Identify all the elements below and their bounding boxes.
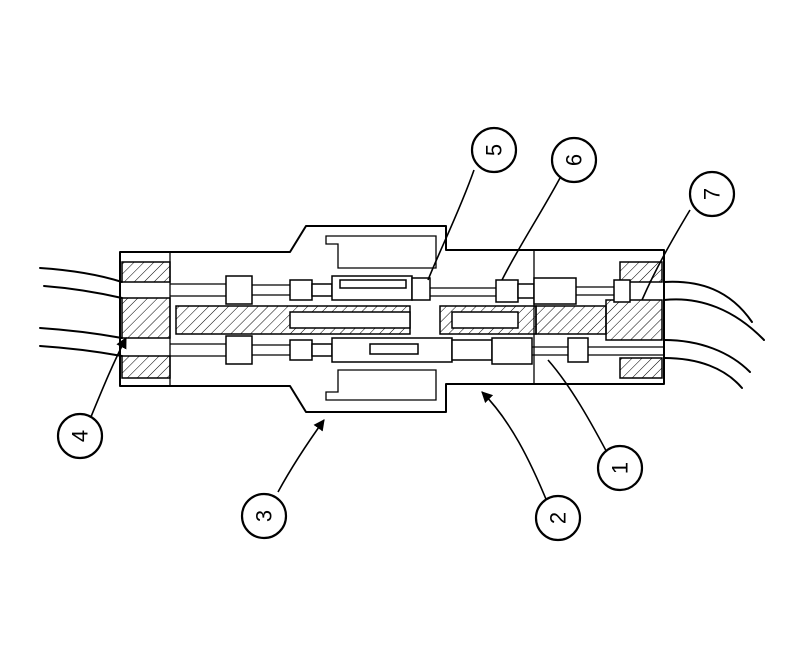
left-seal-block [121, 261, 171, 379]
callout-1: 1 [596, 444, 644, 492]
left-cables [39, 267, 123, 357]
callout-1-label: 1 [608, 462, 633, 474]
callout-4: 4 [56, 412, 104, 460]
callout-2: 2 [534, 494, 582, 542]
callout-5-label: 5 [482, 144, 507, 156]
callout-6-label: 6 [562, 154, 587, 166]
callout-7: 7 [688, 170, 736, 218]
lower-contact-path [170, 335, 664, 365]
callout-2-label: 2 [546, 512, 571, 524]
callout-7-label: 7 [700, 188, 725, 200]
upper-contact-path [170, 275, 631, 305]
callout-3-label: 3 [252, 510, 277, 522]
callout-5: 5 [470, 126, 518, 174]
callout-3: 3 [240, 492, 288, 540]
leader-lines [87, 169, 691, 505]
callout-4-label: 4 [68, 430, 93, 442]
right-cables [663, 280, 765, 389]
callout-6: 6 [550, 136, 598, 184]
center-insulator [175, 305, 607, 335]
